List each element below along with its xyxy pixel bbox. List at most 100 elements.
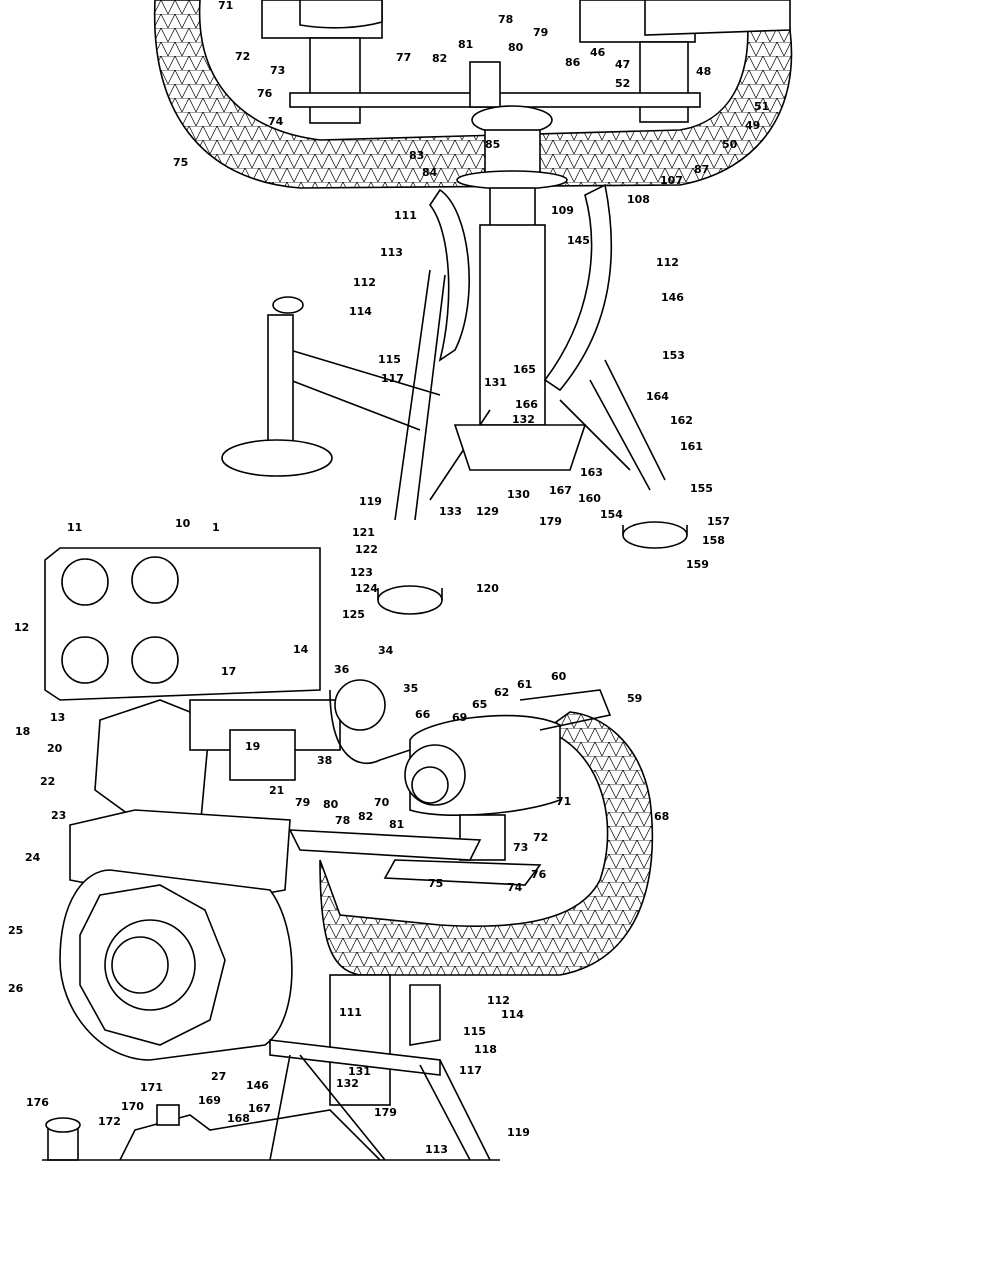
- reference-numeral: 154: [600, 508, 623, 521]
- reference-numeral: 145: [567, 234, 590, 247]
- reference-numeral: 117: [381, 372, 404, 385]
- reference-numeral: 49: [745, 119, 760, 132]
- bottom-assembly: [42, 547, 654, 1161]
- reference-numeral: 155: [690, 482, 713, 495]
- cable-38: [329, 689, 411, 764]
- right-post: [639, 41, 689, 123]
- reference-numeral: 1: [212, 521, 220, 534]
- reference-numeral: 74: [507, 881, 523, 894]
- reference-numeral: 111: [339, 1006, 362, 1019]
- reference-numeral: 78: [335, 814, 350, 827]
- reference-numeral: 61: [517, 678, 532, 691]
- reference-numeral: 46: [590, 46, 606, 59]
- reference-numeral: 163: [580, 466, 603, 479]
- main-column: [479, 224, 546, 426]
- plate-78: [288, 829, 482, 861]
- reference-numeral: 117: [459, 1064, 482, 1077]
- reference-numeral: 73: [270, 64, 285, 77]
- reference-numeral: 113: [425, 1143, 448, 1156]
- neck: [484, 129, 541, 176]
- reference-numeral: 111: [394, 209, 417, 222]
- reference-numeral: 71: [218, 0, 233, 12]
- reference-numeral: 107: [660, 174, 683, 187]
- reference-numeral: 75: [428, 877, 443, 890]
- reference-numeral: 69: [452, 711, 467, 724]
- foot-125-side: [377, 588, 443, 600]
- base-frame: [119, 1109, 381, 1161]
- reference-numeral: 59: [627, 692, 642, 705]
- reference-numeral: 60: [551, 670, 567, 683]
- reference-numeral: 172: [98, 1115, 121, 1128]
- gear-34: [334, 679, 386, 731]
- reference-numeral: 82: [358, 810, 373, 823]
- reference-numeral: 71: [556, 795, 571, 808]
- reference-numeral: 77: [396, 51, 411, 64]
- reference-numeral: 131: [484, 376, 507, 389]
- reference-numeral: 79: [533, 26, 548, 39]
- right-leg: [589, 359, 666, 491]
- hub-inner: [111, 936, 169, 994]
- reference-numeral: 115: [378, 353, 401, 366]
- reference-numeral: 115: [463, 1025, 486, 1038]
- reference-numeral: 17: [221, 665, 236, 678]
- reference-numeral: 72: [533, 831, 548, 844]
- lens-13: [131, 636, 179, 684]
- reference-numeral: 62: [494, 686, 509, 699]
- motor-box-19: [229, 729, 296, 781]
- reference-numeral: 81: [458, 38, 473, 51]
- reference-numeral: 132: [512, 413, 535, 426]
- left-post: [309, 37, 361, 124]
- reference-numeral: 121: [352, 526, 375, 539]
- reference-numeral: 176: [26, 1096, 49, 1109]
- reference-numeral: 51: [754, 100, 769, 113]
- reference-numeral: 25: [8, 924, 23, 937]
- reference-numeral: 78: [498, 13, 513, 26]
- reference-numeral: 168: [227, 1112, 250, 1125]
- top-assembly: [153, 0, 793, 615]
- reference-numeral: 47: [615, 58, 630, 71]
- reference-numeral: 123: [350, 566, 373, 579]
- right-yoke-arm: [543, 183, 613, 392]
- reference-numeral: 12: [14, 621, 29, 634]
- reference-numeral: 14: [293, 643, 309, 656]
- reference-numeral: 179: [539, 515, 562, 528]
- reference-numeral: 179: [374, 1106, 397, 1119]
- reference-numeral: 27: [211, 1070, 226, 1083]
- reference-numeral: 133: [439, 505, 462, 518]
- reference-numeral: 76: [257, 87, 273, 100]
- reference-numeral: 74: [268, 115, 284, 128]
- foot-159: [622, 521, 688, 549]
- reference-numeral: 124: [355, 582, 378, 595]
- reference-numeral: 34: [378, 644, 394, 657]
- reference-numeral: 35: [403, 682, 418, 695]
- reference-numeral: 10: [175, 517, 191, 530]
- reference-numeral: 87: [694, 163, 709, 176]
- reference-numeral: 170: [121, 1100, 144, 1113]
- reference-numeral: 114: [501, 1008, 524, 1021]
- reference-numeral: 159: [686, 558, 709, 571]
- reference-numeral: 161: [680, 440, 703, 453]
- reference-numeral: 166: [515, 398, 538, 411]
- foot-125: [377, 585, 443, 615]
- reference-numeral: 36: [334, 663, 350, 676]
- reference-numeral: 167: [549, 484, 572, 497]
- reference-numeral: 50: [722, 138, 738, 151]
- reference-numeral: 132: [336, 1077, 359, 1090]
- base-block-179: [453, 424, 587, 471]
- reference-numeral: 65: [472, 698, 487, 711]
- reference-numeral: 23: [51, 809, 66, 822]
- reference-numeral: 130: [507, 488, 530, 501]
- reference-numeral: 122: [355, 543, 378, 556]
- right-lens: [644, 0, 791, 36]
- reference-numeral: 70: [374, 796, 390, 809]
- reference-numeral: 120: [476, 582, 499, 595]
- reference-numeral: 108: [627, 193, 650, 206]
- reference-numeral: 19: [245, 740, 260, 753]
- reference-numeral: 18: [15, 725, 30, 738]
- reference-numeral: 75: [173, 156, 188, 169]
- reference-numeral: 83: [409, 149, 424, 162]
- reference-numeral: 119: [359, 495, 382, 508]
- reference-numeral: 146: [661, 291, 684, 304]
- reference-numeral: 26: [8, 982, 24, 995]
- reference-numeral: 162: [670, 414, 693, 427]
